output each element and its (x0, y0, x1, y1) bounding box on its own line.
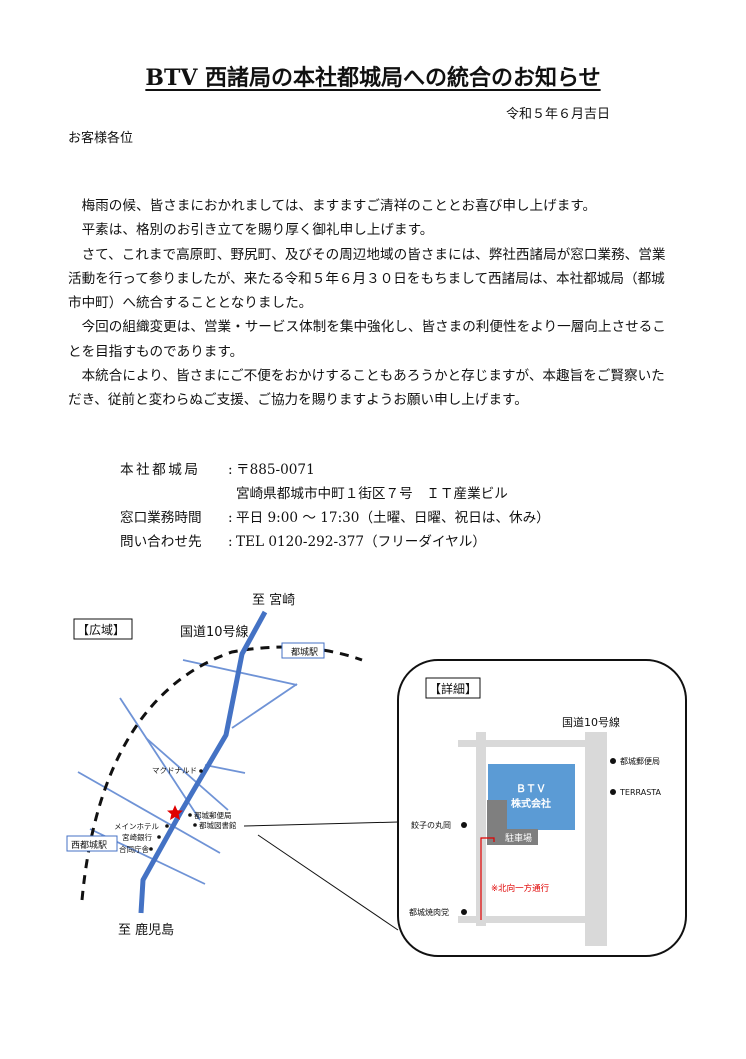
south-street (458, 916, 607, 923)
mcdonalds-label: マクドナルド (152, 766, 197, 775)
address-row: 宮崎県都城市中町１街区７号 ＩＴ産業ビル (120, 482, 550, 506)
paragraph: 梅雨の候、皆さまにおかれましては、ますますご清祥のこととお喜び申し上げます。 (81, 198, 597, 214)
route-10-street (585, 732, 607, 946)
mcdonalds-marker (199, 769, 203, 773)
detail-post-office-label: 都城郵便局 (620, 756, 660, 766)
paragraph: さて、これまで高原町、野尻町、及びその周辺地域の皆さまには、弊社西諸局が窓口業務… (68, 246, 666, 312)
callout-line (243, 821, 399, 827)
letter-body: 梅雨の候、皆さまにおかれましては、ますますご清祥のこととお喜び申し上げます。 平… (68, 194, 678, 413)
library-marker (193, 823, 197, 827)
side-street (476, 732, 486, 926)
hours-row: 窓口業務時間 : 平日 9:00 〜 17:30（土曜、日曜、祝日は、休み） (120, 506, 550, 530)
parking-lot (487, 829, 538, 845)
road (204, 764, 246, 774)
postal-code: 〒885-0071 (236, 462, 315, 478)
btv-location-star-icon (167, 805, 183, 820)
post-office-label: 都城郵便局 (194, 810, 232, 820)
terrasta-label: TERRASTA (619, 788, 662, 797)
to-kagoshima-label: 至 鹿児島 (118, 922, 174, 938)
paragraph: 今回の組織変更は、営業・サービス体制を集中強化し、皆さまの利便性をより一層向上さ… (68, 319, 666, 360)
terrasta-marker (610, 789, 616, 795)
addressee: お客様各位 (68, 131, 134, 146)
office-row: 本社都城局 : 〒885-0071 (120, 458, 550, 482)
yakiniku-label: 都城焼肉党 (409, 907, 449, 917)
issue-date: 令和５年６月吉日 (505, 107, 610, 122)
library-label: 都城図書館 (199, 820, 237, 830)
detail-map: 【詳細】 ＢＴＶ 株式会社 駐車場 ※北向一方通行 国道10号線 都城郵便局 T… (397, 659, 687, 957)
hours-label: 窓口業務時間 (120, 510, 202, 526)
bank-marker (157, 835, 161, 839)
detail-panel-box (425, 677, 481, 699)
nishi-miyakonojo-station-box (66, 835, 118, 852)
office-info: 本社都城局 : 〒885-0071 宮崎県都城市中町１街区７号 ＩＴ産業ビル 窓… (120, 458, 550, 554)
detail-route-10-label: 国道10号線 (562, 715, 620, 729)
bank-label: 宮崎銀行 (122, 832, 152, 842)
railway-line (80, 645, 363, 901)
post-office-marker (188, 813, 192, 817)
paragraph: 本統合により、皆さまにご不便をおかけすることもあろうかと存じますが、本趣旨をご賢… (68, 368, 665, 409)
detail-panel-label: 【詳細】 (429, 681, 477, 696)
miyakonojo-station-box (281, 642, 325, 659)
road (231, 683, 298, 729)
contact-label: 問い合わせ先 (120, 534, 202, 550)
contact-row: 問い合わせ先 : TEL 0120-292-377（フリーダイヤル） (120, 530, 550, 554)
office-label: 本社都城局 (120, 462, 201, 478)
parking-lot (487, 800, 507, 830)
nishi-miyakonojo-station-label: 西都城駅 (71, 840, 107, 851)
road (77, 771, 221, 854)
btv-building-label: ＢＴＶ (516, 783, 546, 795)
telephone: TEL 0120-292-377（フリーダイヤル） (236, 534, 486, 550)
route-10-label: 国道10号線 (180, 624, 249, 640)
paragraph: 平素は、格別のお引き立てを賜り厚く御礼申し上げます。 (81, 222, 434, 239)
to-miyazaki-label: 至 宮崎 (252, 592, 295, 608)
callout-line (257, 834, 399, 931)
hotel-marker (165, 824, 169, 828)
north-street (458, 740, 607, 747)
yakiniku-marker (461, 909, 467, 915)
address: 宮崎県都城市中町１街区７号 ＩＴ産業ビル (236, 486, 508, 502)
page-title: BTV 西諸局の本社都城局への統合のお知らせ (145, 65, 601, 91)
gov-building-label: 合同庁舎 (119, 844, 149, 854)
gov-building-marker (149, 847, 153, 851)
parking-label: 駐車場 (505, 832, 532, 844)
wide-area-map: 至 宮崎 国道10号線 至 鹿児島 【広域】 都城駅 西都城駅 マクドナルド 都… (66, 592, 363, 938)
gyoza-label: 餃子の丸岡 (411, 820, 451, 830)
gyoza-marker (461, 822, 467, 828)
post-office-marker (610, 758, 616, 764)
route-10-road (138, 610, 268, 914)
one-way-label: ※北向一方通行 (491, 883, 550, 894)
wide-panel-label: 【広域】 (77, 623, 125, 637)
road (145, 737, 229, 811)
wide-panel-box (73, 618, 133, 640)
one-way-path (480, 837, 495, 920)
btv-building-label: 株式会社 (511, 797, 551, 810)
miyakonojo-station-label: 都城駅 (291, 647, 318, 658)
business-hours: 平日 9:00 〜 17:30（土曜、日曜、祝日は、休み） (236, 510, 550, 526)
hotel-label: メインホテル (114, 822, 159, 831)
